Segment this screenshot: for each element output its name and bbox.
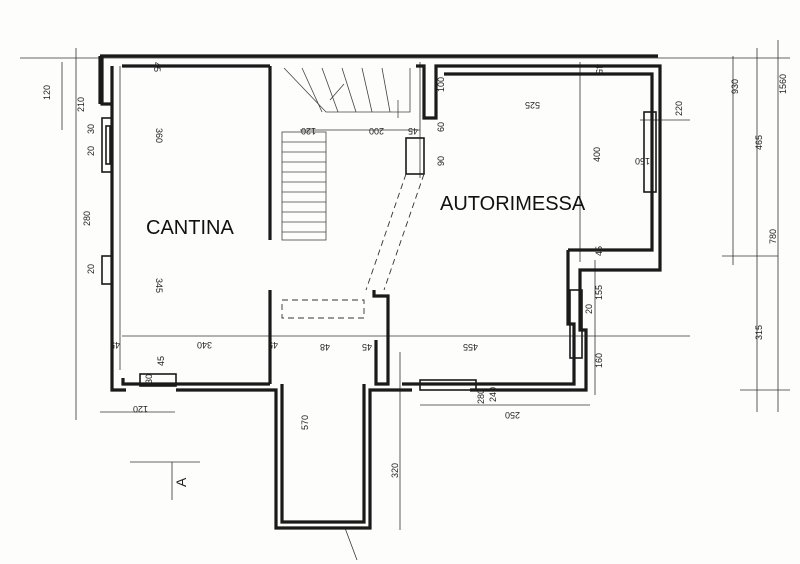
dim-right-930: 930 [730,79,740,94]
dimension-labels: 120 210 30 20 280 20 360 345 340 45 45 4… [42,62,788,478]
dim-left-20a: 20 [86,146,96,156]
section-label: A [173,477,189,487]
dim-cantina-340: 340 [197,340,212,350]
dim-garage-280: 280 [476,389,486,404]
dim-garage-220: 220 [674,101,684,116]
dim-garage-90: 90 [436,156,446,166]
dim-right-780: 780 [768,229,778,244]
dim-cantina-360: 360 [154,128,164,143]
dim-corridor-320: 320 [390,463,400,478]
dim-corridor-570: 570 [300,415,310,430]
dim-cantina-45-left: 45 [110,340,120,350]
dim-garage-20: 20 [584,304,594,314]
dim-left-20b: 20 [86,264,96,274]
staircase [281,67,411,241]
dim-cantina-45-right: 45 [268,340,278,350]
window-openings [101,111,657,391]
dim-garage-240: 240 [488,387,498,402]
dim-garage-525: 525 [525,100,540,110]
dim-bottom-120: 120 [133,404,148,414]
dim-stair-200: 200 [369,126,384,136]
dim-top-left-120: 120 [42,85,52,100]
dimension-lines [20,40,790,561]
dim-corridor-45: 45 [362,342,372,352]
dim-garage-100: 100 [436,77,446,92]
dim-garage-45-top: 45 [594,64,604,74]
dim-left-210: 210 [76,97,86,112]
dim-garage-160: 160 [594,353,604,368]
dim-garage-250: 250 [505,410,520,420]
dim-garage-150: 150 [635,156,650,166]
dim-cantina-345: 345 [154,278,164,293]
dim-right-315: 315 [754,325,764,340]
dim-stair-45: 45 [408,126,418,136]
dim-garage-455: 455 [463,342,478,352]
dim-garage-155: 155 [594,285,604,300]
dim-garage-60: 60 [436,122,446,132]
dim-cantina-45-bottom: 45 [156,356,166,366]
room-label-autorimessa: AUTORIMESSA [440,193,586,215]
dim-corridor-48: 48 [320,342,330,352]
dashed-projections [281,173,425,319]
dim-right-1560: 1560 [778,74,788,94]
dim-stair-120: 120 [301,126,316,136]
dim-right-465: 465 [754,135,764,150]
exterior-walls [98,54,662,530]
section-marker: A [171,462,189,500]
dim-cantina-45-top: 45 [152,62,162,72]
dim-garage-400: 400 [592,147,602,162]
dim-left-30: 30 [86,124,96,134]
dim-left-280: 280 [82,211,92,226]
dim-garage-45-mid: 45 [594,246,604,256]
room-label-cantina: CANTINA [146,217,234,239]
dim-cantina-30-bottom: 30 [144,374,154,384]
